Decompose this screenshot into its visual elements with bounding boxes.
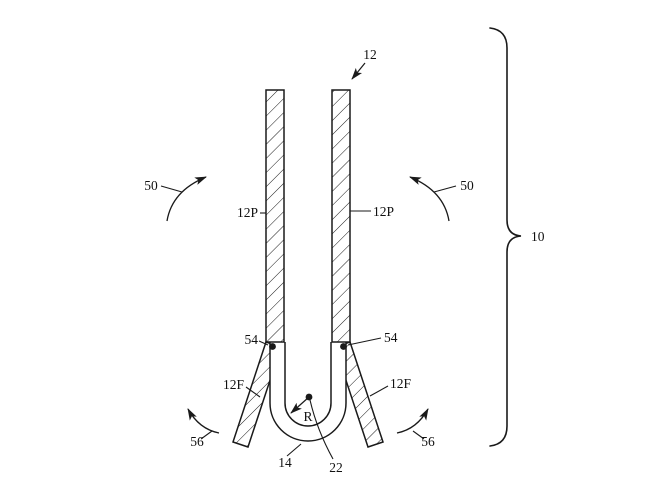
fold-arrow-right (396, 408, 429, 434)
left-planar-portion (265, 89, 285, 343)
junction-dot-right (340, 343, 347, 350)
label-56-left: 56 (190, 434, 204, 449)
rotation-arrow-left (166, 176, 207, 222)
label-54-right: 54 (384, 330, 398, 345)
label-50-left: 50 (144, 178, 158, 193)
leader-22 (309, 399, 334, 460)
leader-56-right (412, 430, 425, 440)
label-12: 12 (363, 47, 377, 62)
bend-loop (269, 342, 347, 442)
leader-12f-left (245, 386, 261, 398)
leader-50-left (160, 185, 183, 193)
assembly-brace (489, 27, 522, 447)
leader-56-left (200, 430, 213, 440)
leader-12-arrow (351, 62, 366, 80)
leader-50-right (433, 185, 457, 193)
junction-dot-left (269, 343, 276, 350)
label-10: 10 (531, 229, 545, 244)
leader-54-right (347, 337, 382, 346)
fold-arrow-left (187, 408, 220, 434)
label-54-left: 54 (245, 332, 259, 347)
label-56-right: 56 (421, 434, 435, 449)
right-planar-portion (331, 89, 351, 343)
label-12f-right: 12F (390, 376, 412, 391)
label-12p-left: 12P (237, 205, 258, 220)
label-14: 14 (278, 455, 292, 470)
label-50-right: 50 (460, 178, 474, 193)
leader-12f-right (369, 385, 389, 397)
label-12p-right: 12P (373, 204, 394, 219)
label-22: 22 (329, 460, 343, 475)
leader-54-left (258, 340, 269, 346)
label-R: R (303, 409, 312, 424)
rotation-arrow-right (409, 176, 450, 222)
leader-14 (286, 443, 302, 457)
label-12f-left: 12F (223, 377, 245, 392)
radius-arrow (290, 396, 310, 414)
